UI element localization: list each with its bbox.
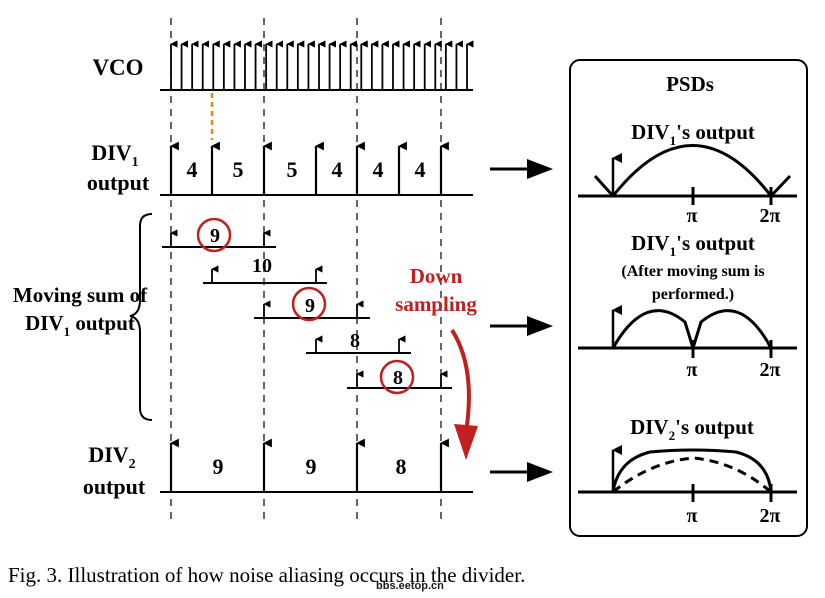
moving-sum-values: 9 10 9 8 8 <box>210 225 403 389</box>
div1-output-label: DIV1 <box>91 140 138 170</box>
moving-sum-value: 8 <box>393 367 403 389</box>
figure-caption: Fig. 3. Illustration of how noise aliasi… <box>8 563 526 587</box>
moving-sum-value: 10 <box>252 255 272 277</box>
vco-pulse-train <box>170 40 474 90</box>
down-sampling-label: Down <box>410 264 463 288</box>
dashed-guides <box>170 18 442 520</box>
div1-count-label: 4 <box>415 157 426 182</box>
div2-counts: 9 9 8 <box>213 454 407 479</box>
moving-sum-value: 9 <box>305 295 315 317</box>
psd2-plot <box>578 305 797 358</box>
psd3-plot <box>578 445 797 502</box>
psd2-tick-pi: π <box>687 359 698 381</box>
watermark: bbs.eetop.cn <box>376 580 444 592</box>
div1-count-label: 5 <box>233 157 244 182</box>
down-sampling-arrowhead <box>454 424 478 460</box>
psd2-title: DIV1's output <box>631 231 755 259</box>
psd1-plot <box>578 144 797 205</box>
sampled-sum-circle <box>291 286 327 322</box>
psd3-tick-2pi: 2π <box>760 505 781 527</box>
div1-output-label-line2: output <box>87 170 150 195</box>
vco-label: VCO <box>92 55 143 80</box>
div1-count-label: 4 <box>187 157 198 182</box>
div2-count-label: 9 <box>306 454 317 479</box>
psd2-note-line1: (After moving sum is <box>621 263 764 280</box>
psd1-title: DIV1's output <box>631 120 755 148</box>
div1-pulses <box>169 141 449 195</box>
moving-sum-value: 8 <box>350 330 360 352</box>
psd2-note-line2: performed.) <box>652 286 734 303</box>
down-sampling-label-line2: sampling <box>395 292 477 316</box>
psd-panel <box>569 59 808 537</box>
psd3-title: DIV2's output <box>630 415 754 443</box>
div1-count-label: 4 <box>373 157 384 182</box>
div2-output-label-line2: output <box>83 474 146 499</box>
psd3-tick-pi: π <box>687 505 698 527</box>
moving-sum-brace <box>129 213 153 421</box>
div1-counts: 4 5 5 4 4 4 <box>187 157 426 182</box>
div1-count-label: 5 <box>287 157 298 182</box>
div1-count-label: 4 <box>332 157 343 182</box>
sampled-sum-circles <box>196 217 415 395</box>
psd2-tick-2pi: 2π <box>760 359 781 381</box>
moving-sum-value: 9 <box>210 225 220 247</box>
psd-title: PSDs <box>666 72 714 96</box>
sampled-sum-circle <box>379 359 415 395</box>
psd1-tick-2pi: 2π <box>760 205 781 227</box>
moving-sum-label-line2: DIV1 output <box>25 311 135 339</box>
div2-count-label: 9 <box>213 454 224 479</box>
div2-count-label: 8 <box>396 454 407 479</box>
div2-output-label: DIV2 <box>88 442 135 472</box>
psd1-tick-pi: π <box>687 205 698 227</box>
div2-pulses <box>169 438 449 492</box>
psd-arrows <box>490 159 553 482</box>
moving-sum-label: Moving sum of <box>13 283 148 307</box>
sampled-sum-circle <box>196 217 232 253</box>
down-sampling-arrow <box>450 328 471 433</box>
moving-sum-pulses <box>170 229 448 388</box>
moving-sum-bars <box>162 246 452 389</box>
